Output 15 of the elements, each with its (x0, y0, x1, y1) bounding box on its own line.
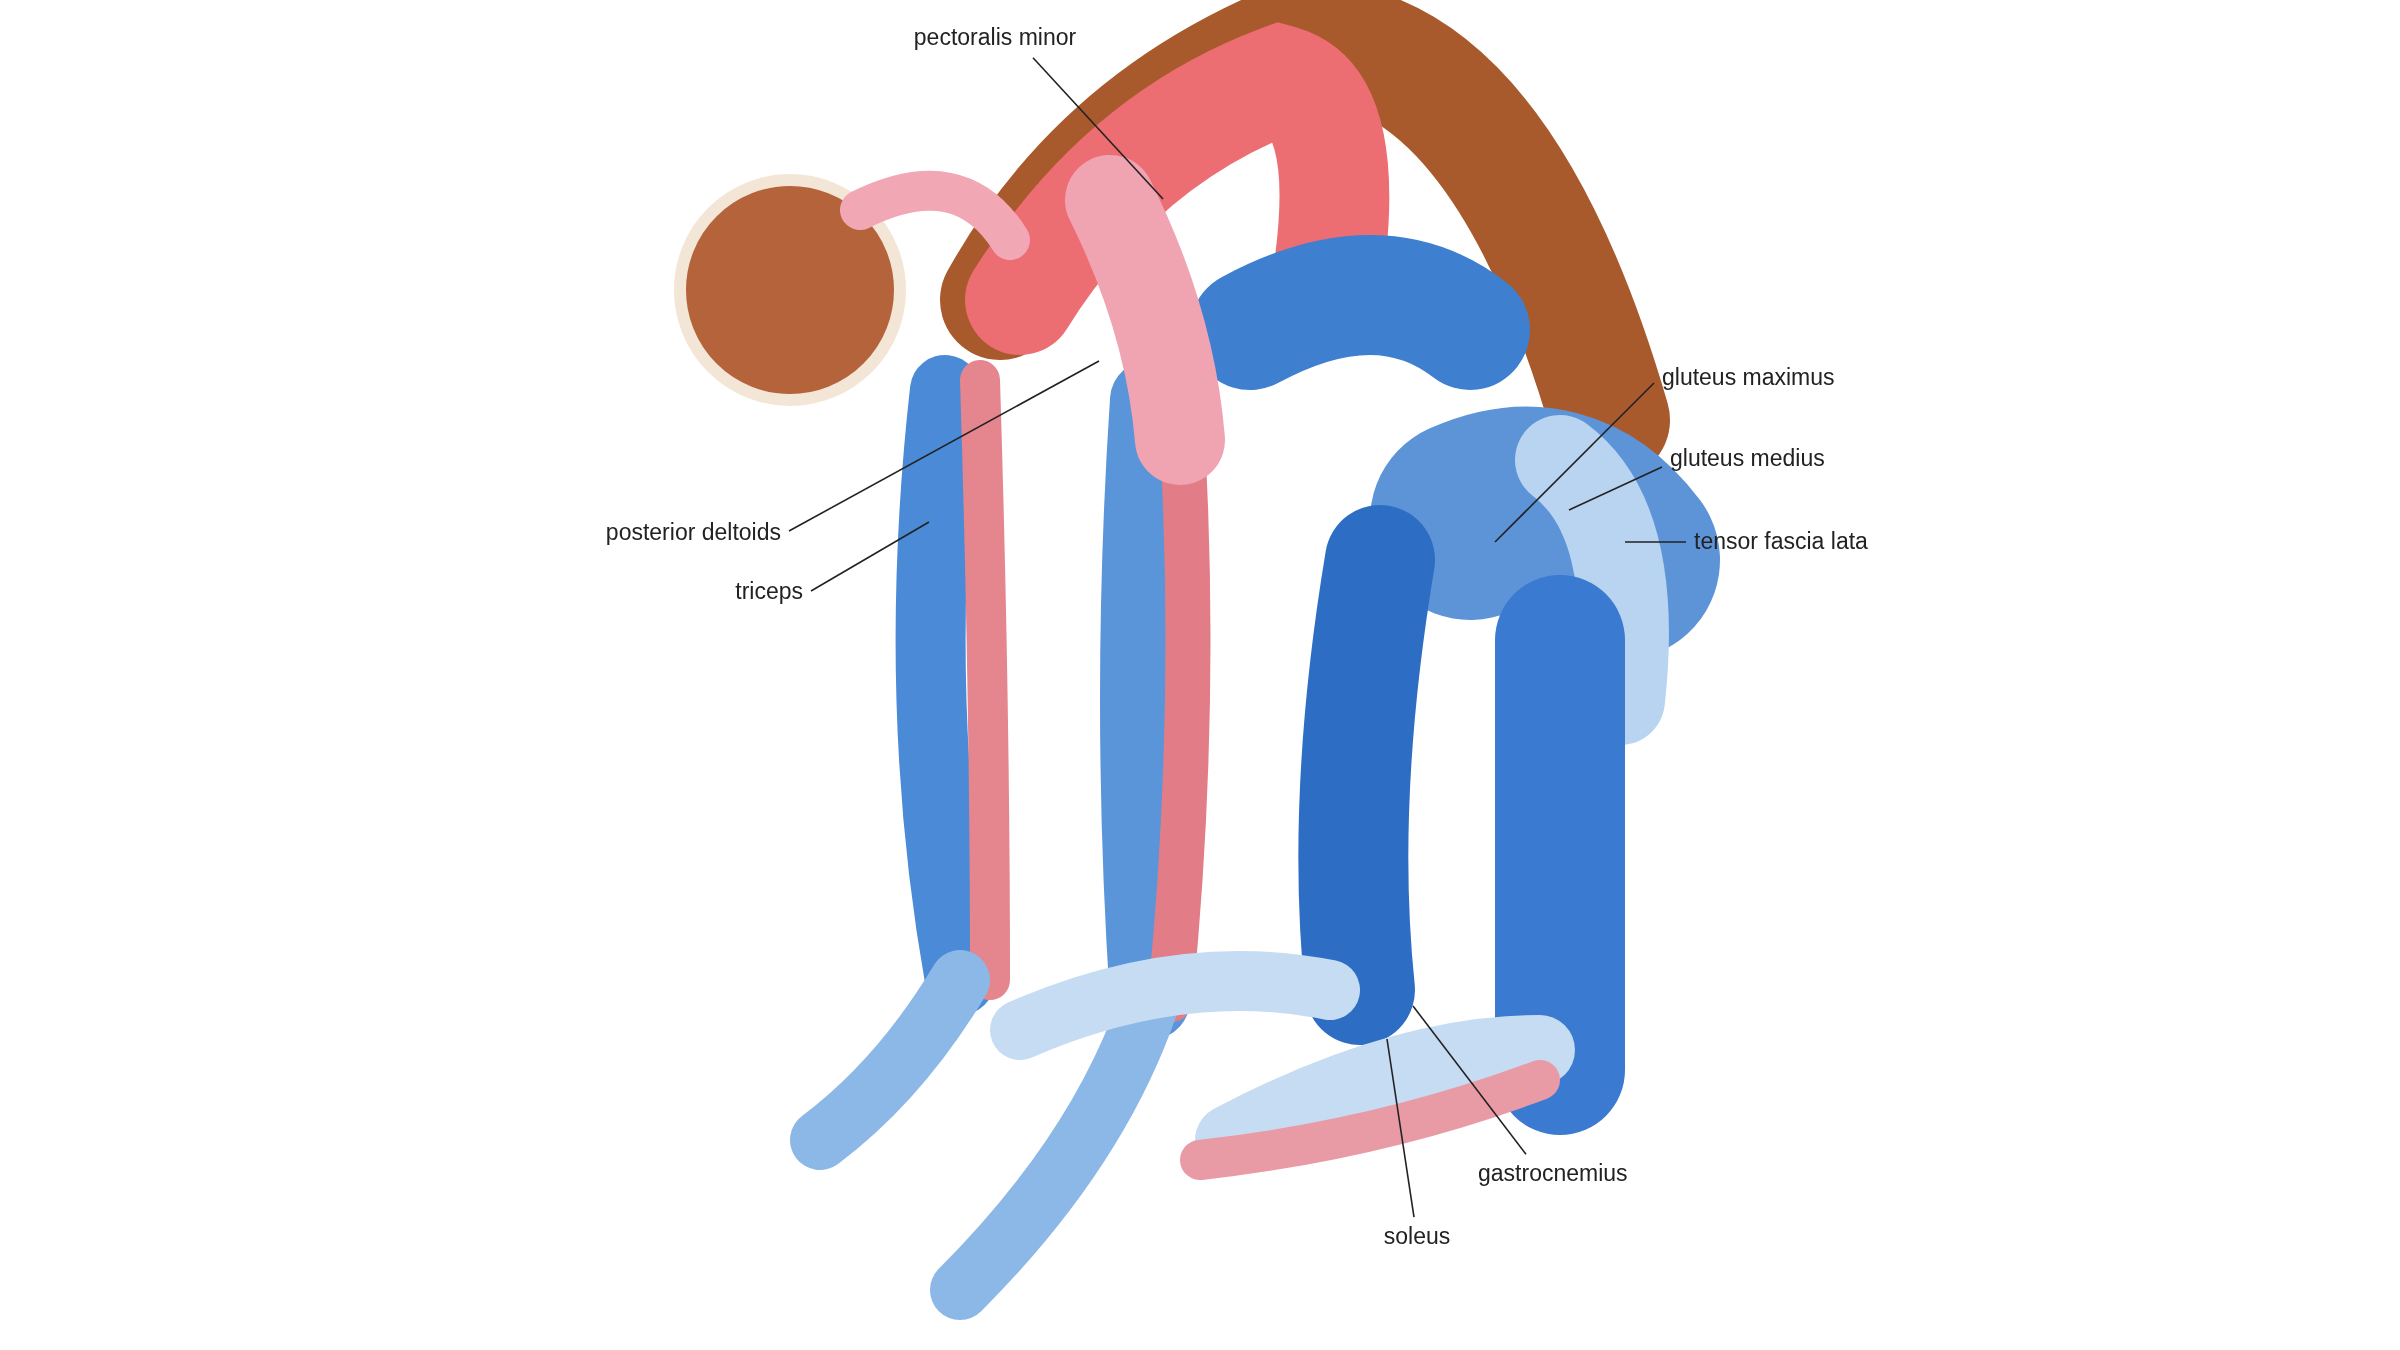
part-label: pectoralis minor (913, 24, 1077, 52)
part-label: gluteus medius (1670, 445, 1825, 473)
leader-line (1412, 1005, 1527, 1155)
leader-line (1494, 382, 1655, 543)
part-label: gastrocnemius (1478, 1160, 1628, 1188)
leader-line (1624, 541, 1687, 543)
leader-line (1032, 57, 1164, 200)
leader-line (1386, 1038, 1415, 1218)
part-label: soleus (1383, 1223, 1451, 1251)
leader-line (1568, 466, 1663, 511)
part-label: gluteus maximus (1662, 364, 1835, 392)
part-label: triceps (735, 578, 803, 606)
leader-line (788, 360, 1100, 532)
part-label: posterior deltoids (605, 519, 781, 547)
leader-line (810, 521, 930, 592)
